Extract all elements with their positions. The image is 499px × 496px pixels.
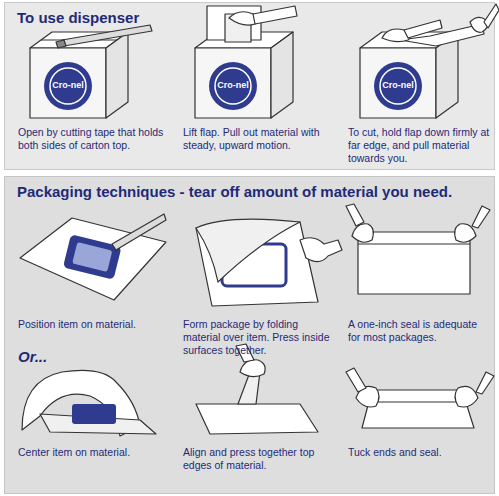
centered-item-part (72, 404, 116, 424)
caption: To cut, hold flap down firmly at far edg… (348, 126, 494, 164)
logo-text: Cro-nel (374, 81, 422, 90)
carton-part (253, 6, 297, 24)
carton-part (374, 62, 422, 110)
carton-part (404, 20, 442, 38)
tucked-package-part (455, 386, 478, 407)
carton-part (195, 48, 271, 118)
folded-package (196, 219, 342, 306)
sealed-package-part (352, 224, 373, 243)
carton-part (30, 48, 106, 118)
carton-part (44, 62, 92, 110)
material-sheet-part (112, 214, 166, 250)
carton-part (271, 32, 293, 118)
carton (360, 4, 499, 118)
sealed-package-part (358, 232, 470, 294)
caption: Align and press together top edges of ma… (183, 446, 333, 472)
panel-heading: Packaging techniques - tear off amount o… (17, 183, 482, 200)
caption: Lift flap. Pull out material with steady… (183, 126, 333, 152)
caption: Open by cutting tape that holds both sid… (18, 126, 168, 152)
carton-part (56, 40, 66, 48)
caption: Tuck ends and seal. (348, 446, 488, 459)
sealed-package-part (346, 204, 364, 226)
caption: Position item on material. (18, 318, 168, 331)
material-sheet-part (63, 234, 122, 280)
caption: Center item on material. (18, 446, 168, 459)
tucked-package-part (346, 368, 366, 392)
logo-text: Cro-nel (44, 81, 92, 90)
aligned-edges (196, 344, 318, 434)
centered-item (22, 370, 156, 436)
tucked-package (346, 368, 494, 428)
carton-part (360, 48, 436, 118)
caption: A one-inch seal is adequate for most pac… (348, 318, 488, 344)
carton-part (484, 4, 499, 28)
logo-text: Cro-nel (209, 81, 257, 90)
material-sheet (20, 214, 166, 300)
sealed-package-part (472, 206, 490, 228)
carton-part (209, 62, 257, 110)
tucked-package-part (476, 372, 494, 394)
tucked-package-part (372, 401, 462, 402)
alternative-marker: Or... (18, 348, 78, 366)
aligned-edges-part (196, 404, 318, 434)
sealed-package-part (358, 243, 470, 244)
carton (30, 25, 152, 118)
caption: Form package by folding material over it… (183, 318, 335, 356)
material-sheet-part-part (63, 234, 122, 280)
carton-part (62, 25, 152, 46)
folded-package-part (196, 219, 300, 282)
carton-part (106, 32, 128, 118)
carton-part (470, 17, 487, 32)
folded-package-part (300, 238, 342, 262)
carton (195, 6, 297, 118)
sealed-package (346, 204, 490, 294)
material-sheet-part-part (72, 242, 112, 272)
